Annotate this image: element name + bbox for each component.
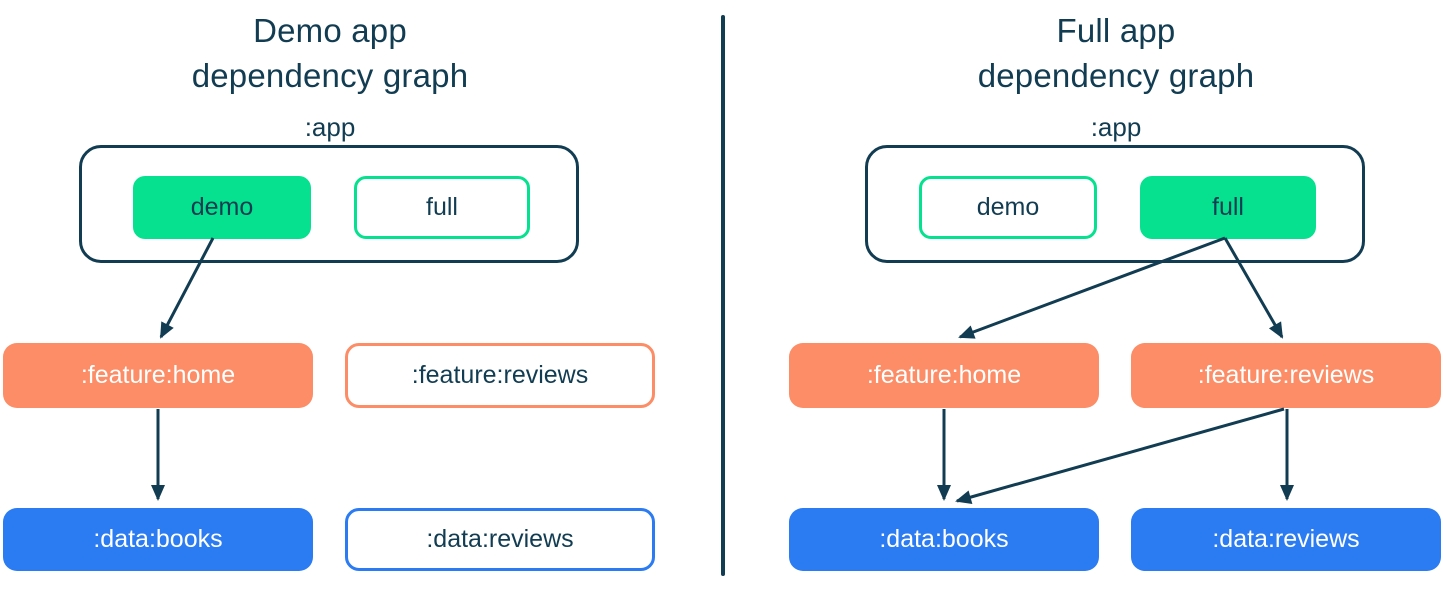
demo-panel-flavor-demo: demo	[133, 176, 311, 239]
full-panel-module-feature-home: :feature:home	[789, 343, 1099, 408]
full-panel-module-data-reviews: :data:reviews	[1131, 508, 1441, 571]
full-app-label: :app	[1090, 112, 1142, 142]
full-panel-flavor-full: full	[1140, 176, 1316, 239]
demo-panel-title: Demo app dependency graph	[80, 8, 580, 98]
full-app-module-box: demo full	[865, 145, 1365, 263]
demo-panel-module-feature-home: :feature:home	[3, 343, 313, 408]
demo-panel-title-line2: dependency graph	[191, 57, 469, 94]
full-panel-title-line2: dependency graph	[977, 57, 1255, 94]
full-panel-module-feature-reviews: :feature:reviews	[1131, 343, 1441, 408]
full-panel-title-line1: Full app	[1056, 12, 1176, 49]
full-panel-flavor-demo: demo	[919, 176, 1097, 239]
full-panel-module-data-books: :data:books	[789, 508, 1099, 571]
edge-feature-reviews-to-data-books	[955, 407, 1285, 504]
full-panel-title: Full app dependency graph	[866, 8, 1366, 98]
demo-panel-flavor-full: full	[354, 176, 530, 239]
panel-divider	[721, 15, 725, 576]
demo-app-module-box: demo full	[79, 145, 579, 263]
demo-panel-module-feature-reviews: :feature:reviews	[345, 343, 655, 408]
demo-app-label: :app	[304, 112, 356, 142]
demo-panel-title-line1: Demo app	[253, 12, 407, 49]
demo-panel-module-data-reviews: :data:reviews	[345, 508, 655, 571]
demo-panel-module-data-books: :data:books	[3, 508, 313, 571]
